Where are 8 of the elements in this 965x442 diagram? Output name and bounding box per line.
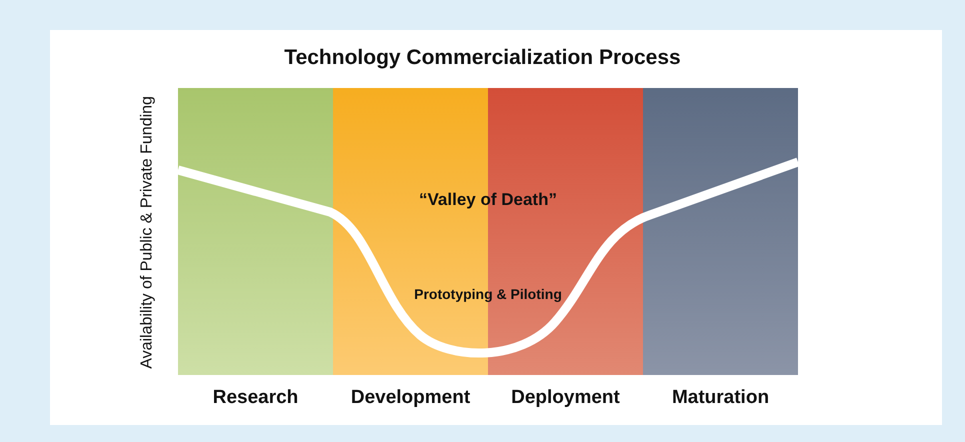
title: Technology Commercialization Process	[283, 46, 682, 70]
stage-label: Deployment	[510, 387, 621, 409]
stage-label: Research	[212, 387, 300, 409]
axis-label: Availability of Public & Private Funding	[138, 94, 157, 371]
stage-label: Development	[350, 387, 472, 409]
annotation: Prototyping & Piloting	[413, 284, 563, 304]
annotation: “Valley of Death”	[418, 188, 558, 211]
stage-label: Maturation	[670, 387, 770, 409]
